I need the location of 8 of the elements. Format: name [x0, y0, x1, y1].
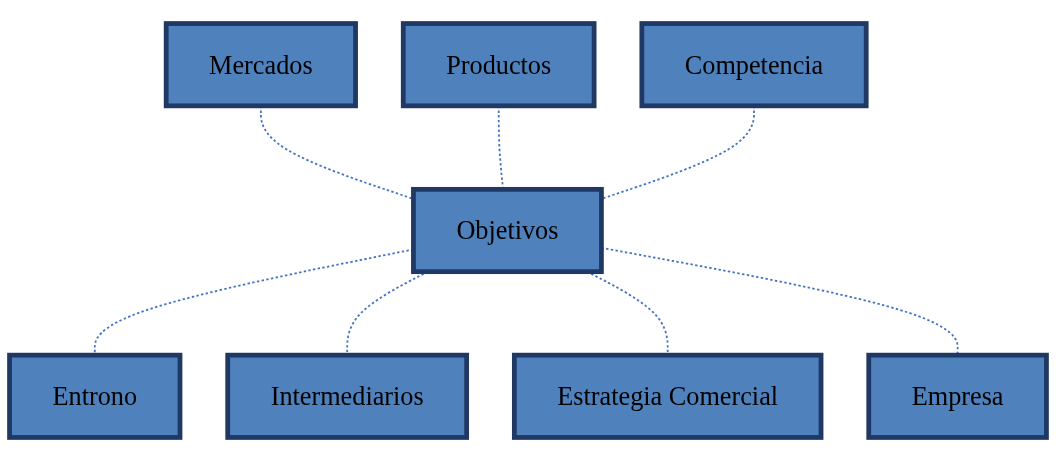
node-box: Objetivos [411, 186, 604, 275]
node-box: Intermediarios [225, 352, 470, 440]
node-box: Entrono [7, 352, 183, 440]
node-box: Competencia [639, 21, 869, 109]
node-box: Empresa [866, 352, 1049, 440]
node-box: Estrategia Comercial [511, 352, 824, 440]
node-box: Mercados [163, 21, 358, 109]
node-box: Productos [400, 21, 597, 109]
